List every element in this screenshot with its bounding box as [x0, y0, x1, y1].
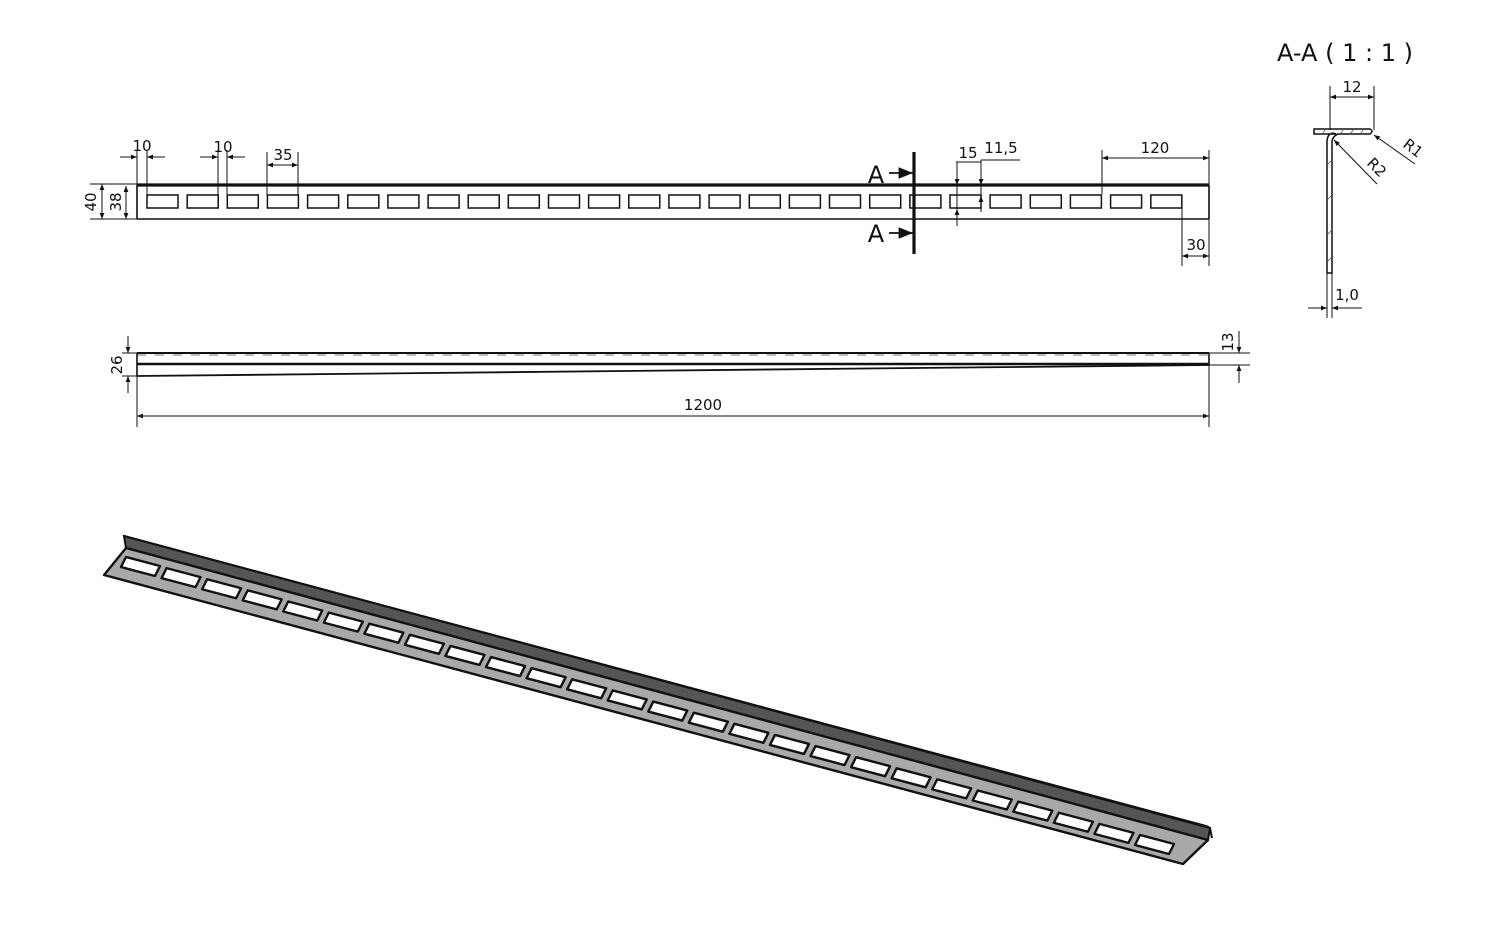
iso-slot — [1052, 811, 1095, 833]
slot — [507, 194, 541, 209]
slot — [909, 194, 942, 209]
slot — [949, 194, 982, 209]
iso-slot — [687, 711, 730, 733]
section-marker: A A — [868, 152, 916, 254]
slot — [828, 194, 862, 209]
iso-slot — [890, 767, 932, 789]
slot — [186, 194, 219, 209]
iso-slot — [403, 633, 446, 656]
iso-slot — [484, 655, 527, 678]
iso-slot — [809, 744, 851, 767]
dim-side-end-height: 13 — [1209, 331, 1250, 383]
dim-end-margin: 30 — [1181, 208, 1210, 266]
slot — [1069, 194, 1103, 209]
svg-text:120: 120 — [1141, 139, 1170, 157]
iso-slot — [565, 678, 608, 700]
dim-slot-length: 35 — [266, 146, 299, 195]
slot — [748, 194, 782, 209]
dim-first-slot-offset: 10 — [120, 137, 165, 195]
svg-text:1200: 1200 — [684, 396, 722, 414]
svg-text:15: 15 — [958, 144, 977, 162]
dim-overall-height: 40 — [82, 183, 137, 220]
slot — [628, 194, 661, 209]
dim-side-height: 26 — [108, 336, 137, 393]
iso-slot — [931, 778, 973, 800]
svg-text:40: 40 — [82, 192, 100, 211]
iso-slot — [849, 755, 892, 778]
slot — [1150, 194, 1183, 209]
slot — [387, 194, 420, 209]
slot-row — [146, 194, 1183, 209]
slot — [467, 194, 500, 209]
iso-slot — [1012, 800, 1054, 822]
iso-slot — [322, 611, 364, 633]
iso-slot — [444, 644, 486, 667]
slot — [547, 194, 581, 209]
slot — [989, 194, 1022, 209]
iso-slot — [525, 667, 567, 689]
dim-inner-radius: R2 — [1333, 139, 1390, 185]
slot — [266, 194, 300, 209]
side-view: 26 13 1200 — [108, 331, 1250, 427]
svg-text:11,5: 11,5 — [984, 139, 1017, 157]
iso-slot — [241, 589, 283, 611]
svg-text:38: 38 — [107, 192, 125, 211]
iso-slot — [768, 733, 811, 756]
svg-text:13: 13 — [1219, 332, 1237, 351]
slot — [708, 194, 741, 209]
slot — [146, 194, 179, 209]
svg-text:R2: R2 — [1363, 154, 1390, 181]
slot — [347, 194, 380, 209]
svg-text:R1: R1 — [1400, 135, 1427, 161]
iso-slot — [363, 622, 405, 644]
top-view: 10 10 35 40 38 — [82, 137, 1210, 266]
iso-slot — [647, 700, 689, 722]
iso-slot — [119, 555, 162, 578]
section-title: A-A ( 1 : 1 ) — [1277, 39, 1413, 67]
iso-slot — [971, 789, 1013, 811]
slot — [587, 194, 621, 209]
iso-slot — [282, 600, 324, 622]
svg-text:12: 12 — [1342, 78, 1361, 96]
dim-slot-gap: 10 — [200, 138, 245, 195]
dim-overall-length: 1200 — [136, 365, 1210, 427]
svg-text:A: A — [868, 220, 885, 248]
iso-slot — [1133, 833, 1176, 856]
iso-slot — [606, 689, 648, 711]
isometric-view — [102, 534, 1213, 866]
svg-text:35: 35 — [273, 146, 292, 164]
dim-flange-width: 12 — [1329, 78, 1375, 130]
svg-text:30: 30 — [1186, 236, 1205, 254]
dim-end-distance: 120 — [1101, 139, 1210, 194]
dim-thickness: 1,0 — [1308, 273, 1362, 318]
slot — [306, 194, 340, 209]
slot — [788, 194, 822, 209]
slot — [868, 194, 902, 209]
iso-slot — [1093, 822, 1135, 845]
dim-slot-edge-offset: 11,5 — [978, 139, 1020, 212]
iso-slot — [160, 566, 202, 589]
slot — [427, 194, 460, 209]
dim-slot-height: 15 — [954, 144, 981, 226]
iso-slot — [200, 578, 243, 600]
slot — [1029, 194, 1063, 209]
svg-text:A: A — [868, 161, 885, 189]
iso-slot — [728, 722, 770, 744]
dim-inner-height: 38 — [107, 186, 129, 219]
section-view: A-A ( 1 : 1 ) 12 R1 R2 — [1277, 39, 1426, 318]
slot — [668, 194, 701, 209]
svg-text:10: 10 — [132, 137, 151, 155]
slot — [1109, 194, 1143, 209]
svg-text:1,0: 1,0 — [1335, 286, 1359, 304]
slot — [226, 194, 260, 209]
svg-text:10: 10 — [213, 138, 232, 156]
iso-slot-row — [119, 555, 1176, 856]
svg-text:26: 26 — [108, 355, 126, 374]
